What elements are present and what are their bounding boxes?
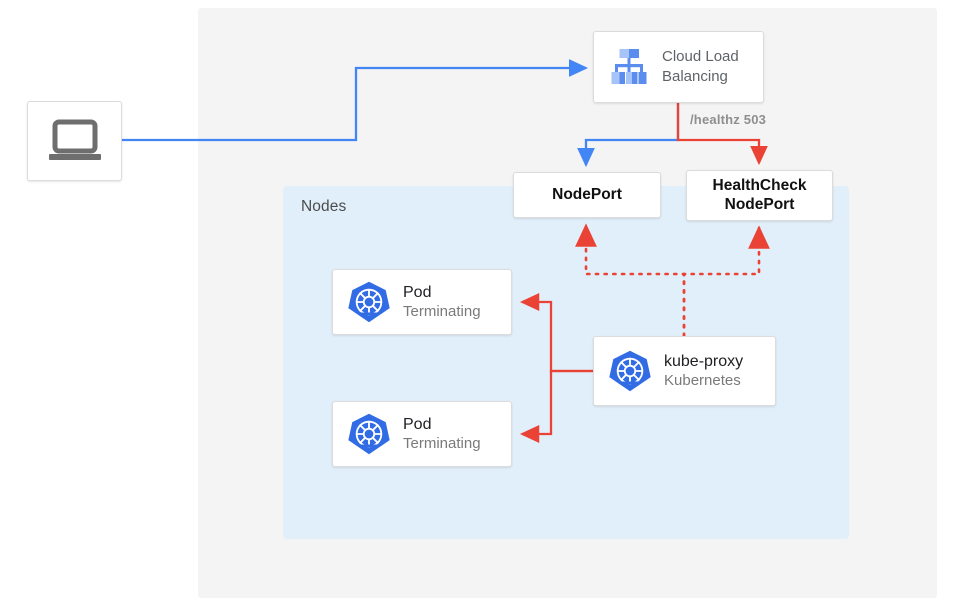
pod-node-2[interactable]: Pod Terminating: [332, 401, 512, 467]
kube-proxy-title: kube-proxy: [664, 352, 744, 370]
pod-1-title: Pod: [403, 283, 432, 301]
kube-proxy-subtitle: Kubernetes: [664, 371, 741, 389]
pod-2-text: Pod Terminating: [403, 415, 481, 454]
nodeport-label: NodePort: [552, 185, 622, 203]
cloud-load-balancing-label-line2: Balancing: [662, 68, 728, 85]
healthz-edge-label: /healthz 503: [690, 112, 767, 127]
kube-proxy-node[interactable]: kube-proxy Kubernetes: [593, 336, 776, 406]
pod-1-text: Pod Terminating: [403, 283, 481, 322]
healthcheck-nodeport-node[interactable]: HealthCheck NodePort: [686, 170, 833, 221]
kubernetes-icon: [609, 350, 651, 392]
nodeport-node[interactable]: NodePort: [513, 172, 661, 218]
pod-2-title: Pod: [403, 415, 432, 433]
cloud-load-balancing-node[interactable]: Cloud Load Balancing: [593, 31, 764, 103]
pod-1-status: Terminating: [403, 302, 481, 320]
pod-2-status: Terminating: [403, 434, 481, 452]
cloud-load-balancing-icon: [611, 49, 647, 84]
cloud-load-balancing-label: Cloud Load Balancing: [662, 47, 739, 87]
kube-proxy-text: kube-proxy Kubernetes: [664, 352, 743, 391]
client-node[interactable]: [27, 101, 122, 181]
cloud-load-balancing-label-line1: Cloud Load: [662, 48, 739, 66]
pod-node-1[interactable]: Pod Terminating: [332, 269, 512, 335]
healthcheck-nodeport-label-line1: HealthCheck: [712, 176, 807, 194]
laptop-icon: [48, 119, 101, 160]
healthcheck-nodeport-label: HealthCheck NodePort: [713, 177, 807, 214]
kubernetes-icon: [348, 413, 390, 455]
kubernetes-icon: [348, 281, 390, 323]
nodes-region-label: Nodes: [301, 198, 347, 215]
healthcheck-nodeport-label-line2: NodePort: [724, 195, 795, 213]
